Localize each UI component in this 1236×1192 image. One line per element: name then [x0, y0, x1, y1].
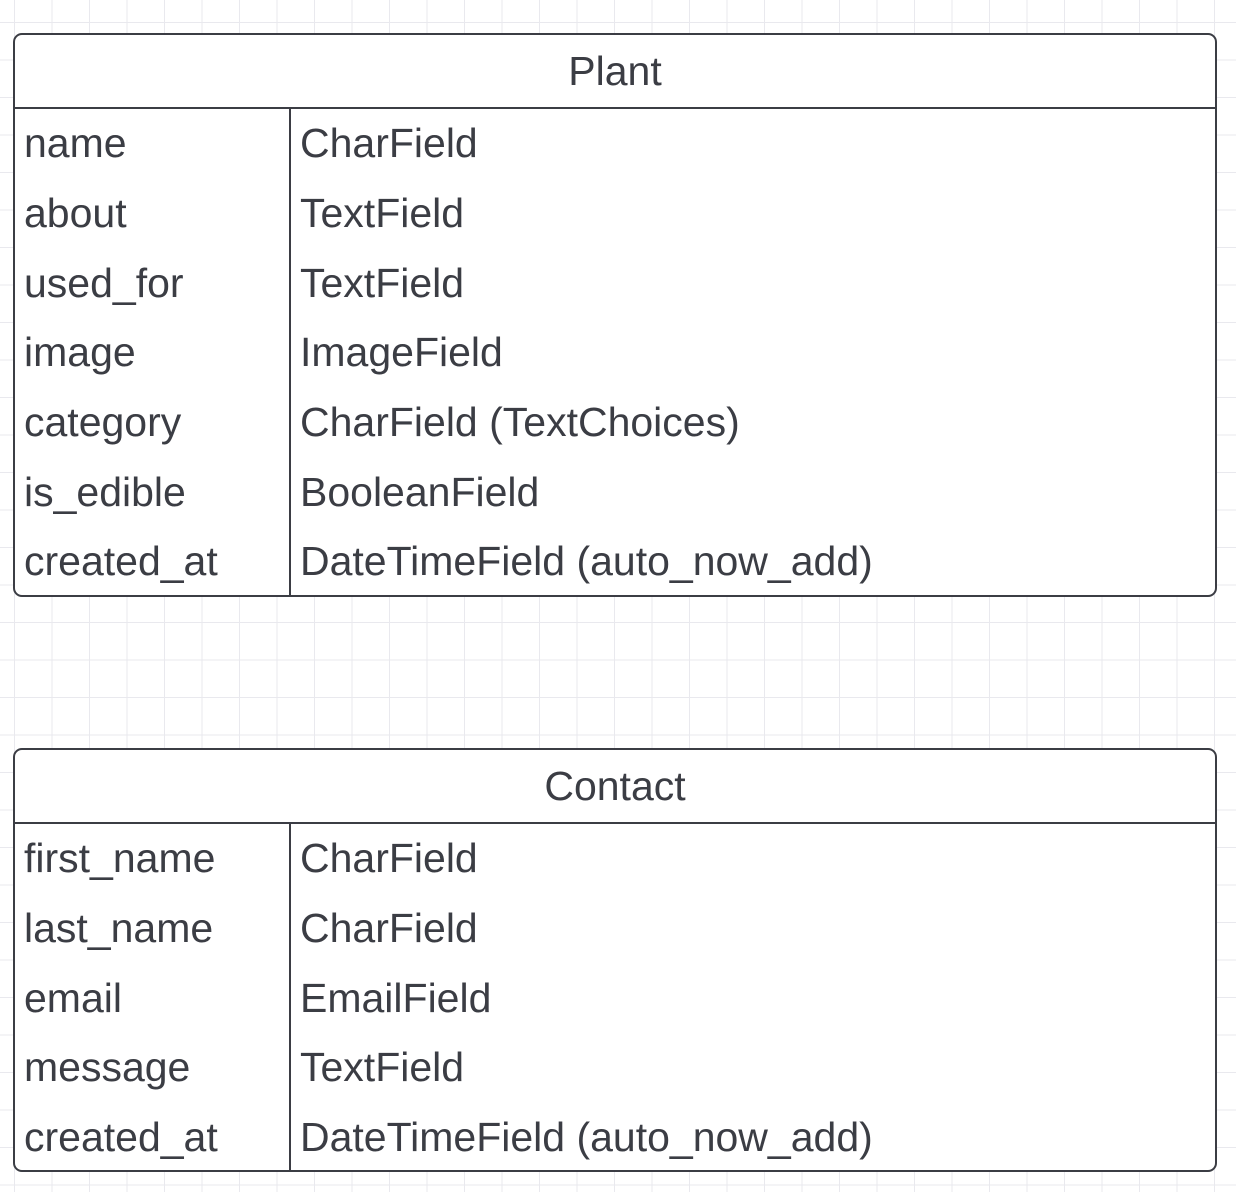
field-type: DateTimeField (auto_now_add)	[300, 1114, 873, 1161]
field-name: email	[24, 974, 122, 1021]
field-name: created_at	[24, 1114, 218, 1161]
field-type: EmailField	[300, 974, 492, 1021]
field-row[interactable]: image ImageField	[15, 318, 1215, 388]
field-row[interactable]: message TextField	[15, 1033, 1215, 1103]
field-row[interactable]: email EmailField	[15, 963, 1215, 1033]
field-name: used_for	[24, 259, 184, 306]
field-type: CharField	[300, 835, 478, 882]
field-type: CharField	[300, 120, 478, 167]
field-row[interactable]: first_name CharField	[15, 824, 1215, 894]
field-type: TextField	[300, 1044, 465, 1091]
entity-contact[interactable]: Contact first_name CharField last_name C…	[13, 748, 1217, 1172]
field-name: last_name	[24, 905, 214, 952]
field-row[interactable]: about TextField	[15, 179, 1215, 249]
field-row[interactable]: name CharField	[15, 109, 1215, 179]
field-name: category	[24, 399, 182, 446]
field-type: CharField (TextChoices)	[300, 399, 740, 446]
field-row[interactable]: is_edible BooleanField	[15, 457, 1215, 527]
entity-fields: first_name CharField last_name CharField…	[15, 824, 1215, 1170]
field-type: CharField	[300, 905, 478, 952]
field-row[interactable]: created_at DateTimeField (auto_now_add)	[15, 1103, 1215, 1170]
field-type: TextField	[300, 190, 465, 237]
field-type: ImageField	[300, 329, 503, 376]
entity-title: Contact	[15, 750, 1215, 824]
field-type: DateTimeField (auto_now_add)	[300, 538, 873, 585]
column-divider	[289, 109, 291, 595]
entity-title: Plant	[15, 35, 1215, 109]
field-row[interactable]: last_name CharField	[15, 894, 1215, 964]
field-name: about	[24, 190, 127, 237]
column-divider	[289, 824, 291, 1170]
field-row[interactable]: category CharField (TextChoices)	[15, 388, 1215, 458]
field-name: first_name	[24, 835, 216, 882]
field-row[interactable]: used_for TextField	[15, 248, 1215, 318]
field-name: is_edible	[24, 468, 186, 515]
field-row[interactable]: created_at DateTimeField (auto_now_add)	[15, 527, 1215, 595]
entity-fields: name CharField about TextField used_for …	[15, 109, 1215, 595]
field-type: BooleanField	[300, 468, 540, 515]
entity-plant[interactable]: Plant name CharField about TextField use…	[13, 33, 1217, 597]
field-type: TextField	[300, 259, 465, 306]
field-name: image	[24, 329, 136, 376]
field-name: name	[24, 120, 127, 167]
field-name: message	[24, 1044, 191, 1091]
field-name: created_at	[24, 538, 218, 585]
